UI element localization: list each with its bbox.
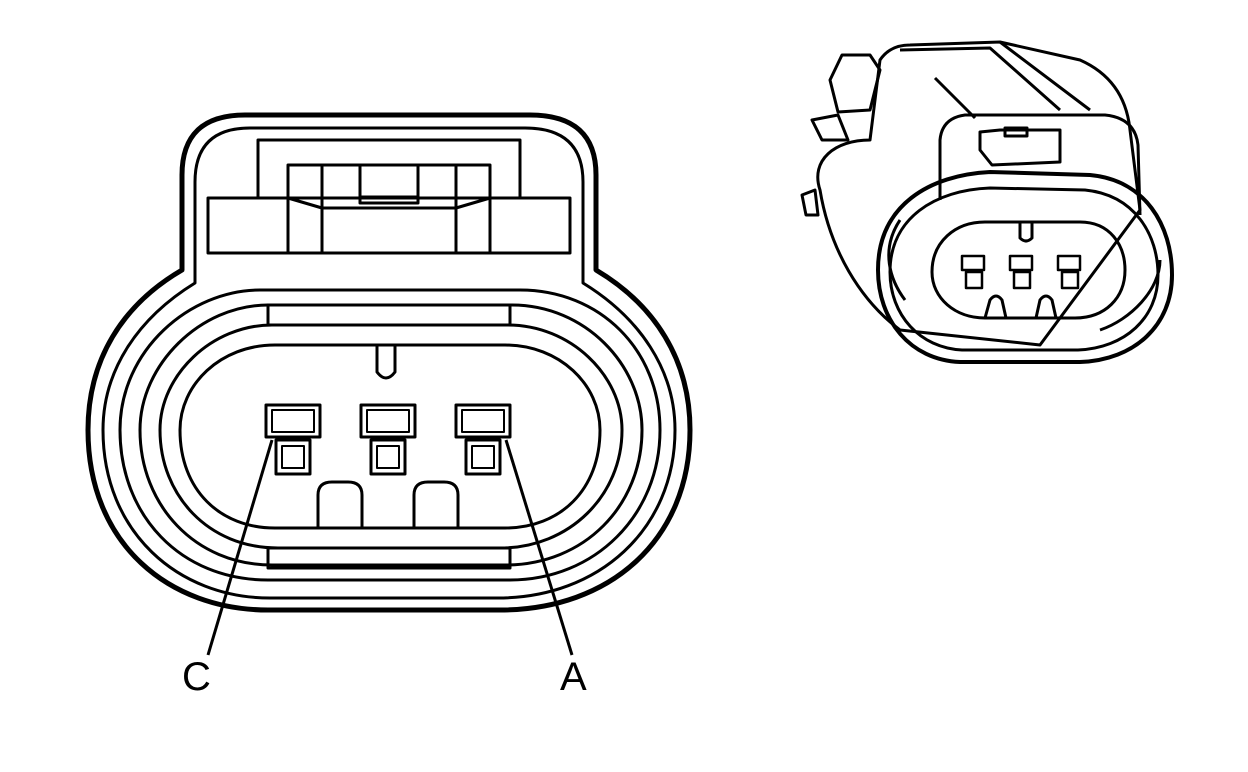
iso-latch-top-lines <box>899 40 1091 120</box>
terminal-a <box>454 403 512 476</box>
iso-front-outer <box>876 170 1174 364</box>
iso-latch-button <box>978 128 1062 167</box>
iso-back-body <box>816 40 1142 347</box>
iso-latch-window <box>1003 126 1029 138</box>
housing-inner-outline <box>101 126 677 600</box>
latch-window <box>358 163 420 205</box>
iso-body-lines <box>887 219 1162 332</box>
leader-line-c <box>206 439 274 656</box>
iso-rear-tab-low <box>800 188 820 217</box>
seal-ring-2 <box>138 303 644 567</box>
lower-key-left <box>316 480 364 528</box>
housing-outline <box>85 112 693 613</box>
iso-latch-block <box>938 113 1142 216</box>
bottom-key-slot <box>266 546 512 570</box>
index-notch <box>375 345 397 380</box>
connector-front-view <box>85 112 693 613</box>
iso-terminal-a <box>1056 254 1082 290</box>
latch-tab <box>287 196 491 210</box>
connector-isometric-view <box>800 40 1174 364</box>
terminal-cavity <box>178 343 602 530</box>
lower-key-right <box>412 480 460 528</box>
iso-rear-tab-top <box>828 53 882 114</box>
seal-ring-3 <box>158 323 624 550</box>
terminal-b <box>359 403 417 476</box>
iso-cavity-key <box>1018 222 1034 243</box>
top-key-slot <box>266 303 512 327</box>
iso-front-cavity <box>930 220 1127 320</box>
callout-label-a: A <box>560 655 587 699</box>
terminal-c <box>264 403 322 476</box>
iso-terminal-b <box>1008 254 1034 290</box>
callout-label-c: C <box>182 655 211 699</box>
seal-ring-1 <box>118 288 662 582</box>
iso-rear-tab-mid <box>810 113 850 142</box>
leader-line-a <box>504 439 574 656</box>
iso-terminal-c <box>960 254 986 290</box>
iso-lower-keys <box>983 294 1058 319</box>
